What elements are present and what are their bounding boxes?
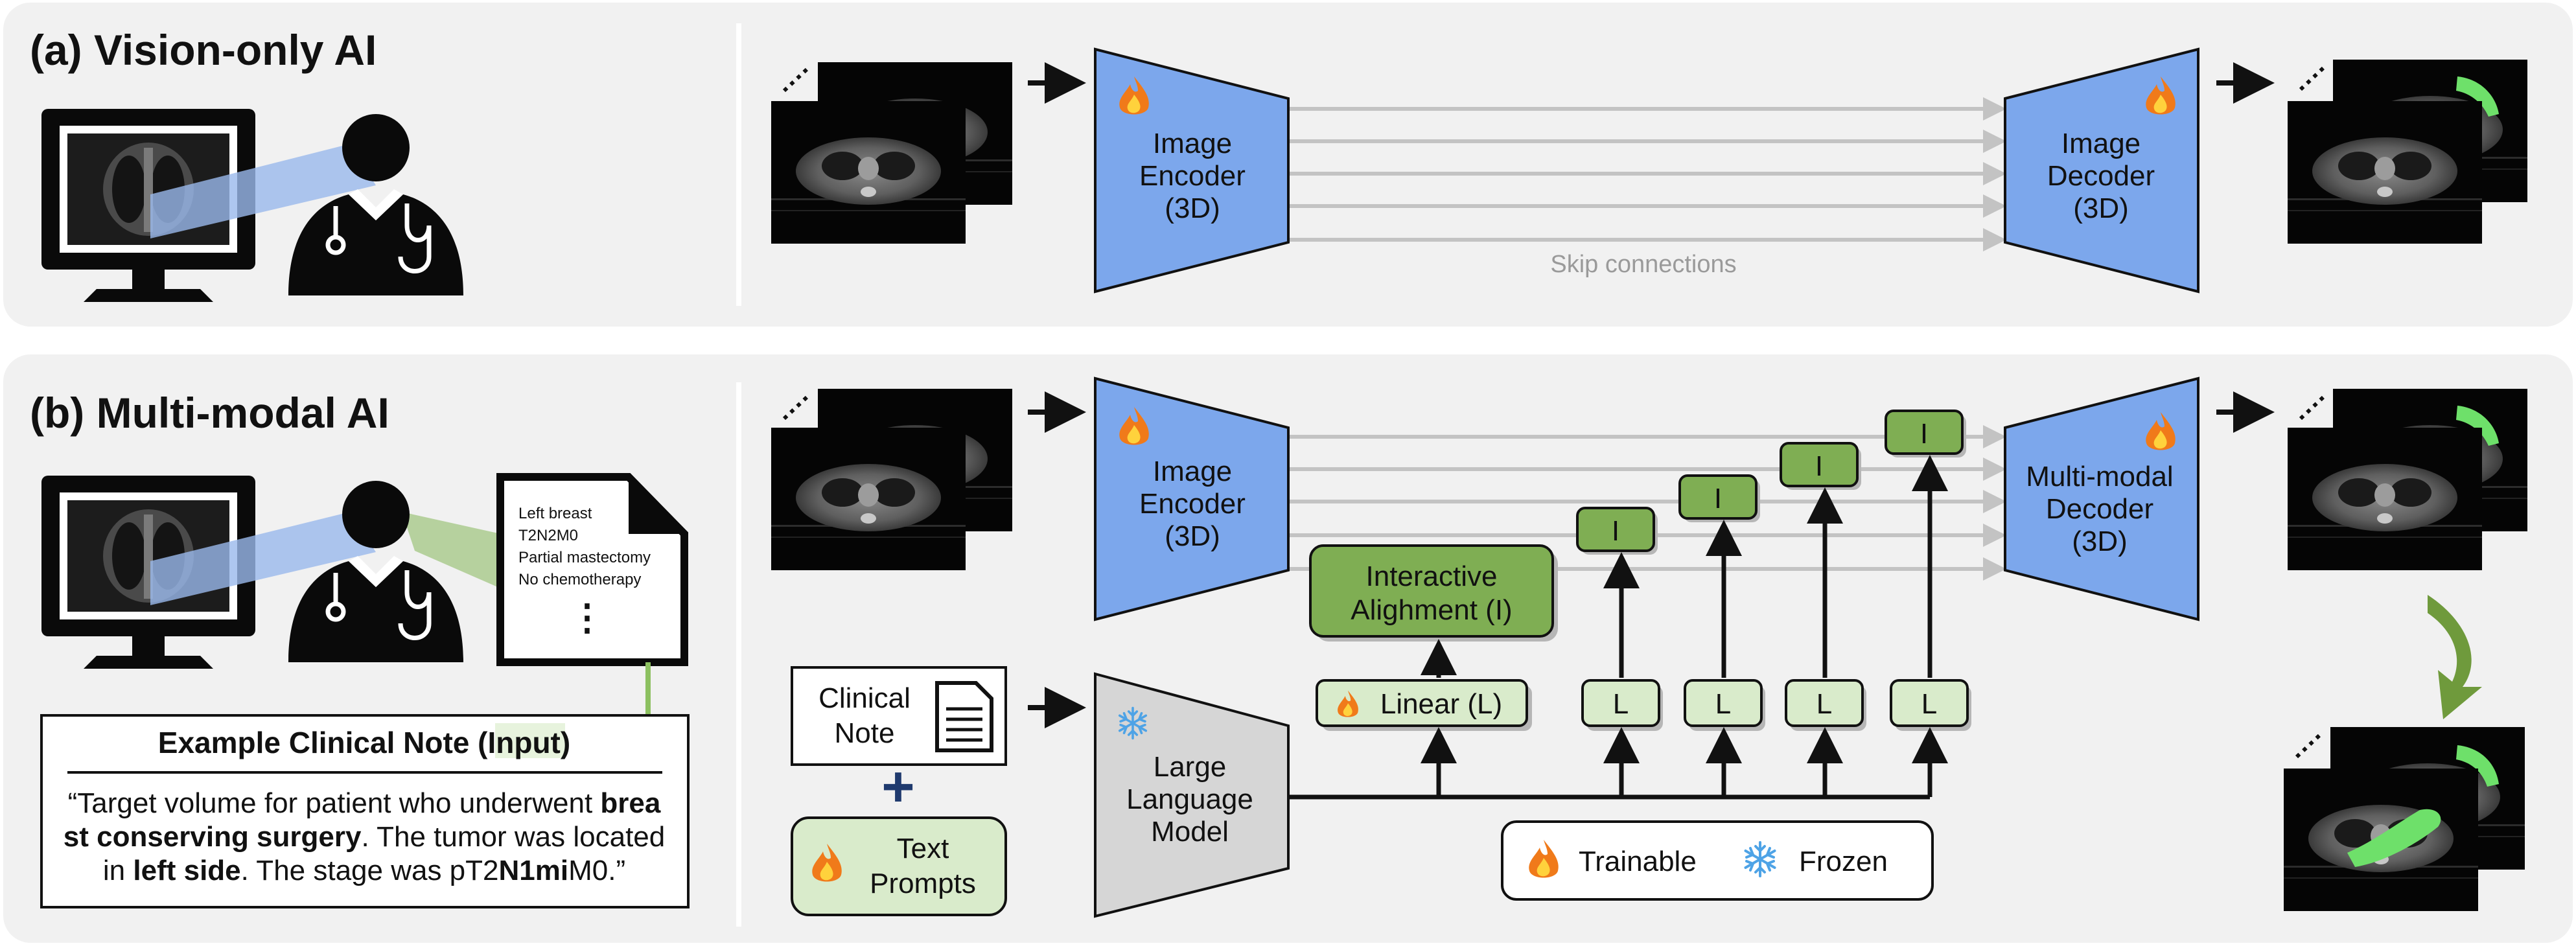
interactive-alignment-line1: Interactive bbox=[1366, 561, 1498, 592]
svg-text:Linear (L): Linear (L) bbox=[1380, 688, 1502, 720]
note-line-1: “Target volume for patient who underwent… bbox=[68, 787, 661, 819]
llm-line3: Model bbox=[1151, 816, 1229, 848]
input-highlight bbox=[495, 723, 565, 758]
legend-trainable: Trainable bbox=[1579, 846, 1697, 877]
svg-text:I: I bbox=[1815, 450, 1823, 482]
note-line-2: st conserving surgery. The tumor was loc… bbox=[64, 821, 665, 853]
decoder-b-line1: Multi-modal bbox=[2026, 461, 2173, 492]
svg-text:I: I bbox=[1920, 418, 1928, 450]
doc-line-3: Partial mastectomy bbox=[518, 549, 651, 566]
svg-text:L: L bbox=[1613, 688, 1629, 720]
linear-to-alignment-arrows bbox=[1421, 455, 1948, 678]
svg-text:L: L bbox=[1715, 688, 1731, 720]
encoder-a-line2: Encoder bbox=[1139, 160, 1246, 192]
clinical-note-line1: Clinical bbox=[818, 682, 911, 714]
alignment-block-2: I bbox=[1678, 474, 1760, 522]
decoder-b-line2: Decoder bbox=[2046, 493, 2153, 525]
encoder-a-line1: Image bbox=[1153, 128, 1232, 159]
llm-line1: Large bbox=[1154, 751, 1227, 783]
decoder-a-line1: Image bbox=[2061, 128, 2141, 159]
linear-block-4: L bbox=[1890, 679, 1971, 731]
gaze-beam bbox=[150, 144, 376, 238]
text-prompts-box bbox=[791, 816, 1007, 916]
interactive-alignment-line2: Alighment (I) bbox=[1351, 594, 1512, 626]
svg-text:I: I bbox=[1714, 483, 1722, 514]
encoder-b-line2: Encoder bbox=[1139, 488, 1246, 520]
panel-a-title: (a) Vision-only AI bbox=[30, 26, 377, 74]
decoder-a-line2: Decoder bbox=[2047, 160, 2155, 192]
encoder-a-line3: (3D) bbox=[1165, 192, 1220, 224]
legend-box bbox=[1501, 820, 1934, 901]
example-note-title: Example Clinical Note (Input) bbox=[158, 726, 570, 759]
gaze-beam-monitor bbox=[150, 512, 376, 605]
decoder-a-line3: (3D) bbox=[2073, 192, 2129, 224]
example-note-box bbox=[40, 714, 690, 908]
decoder-b-line3: (3D) bbox=[2072, 526, 2128, 557]
text-prompts-line2: Prompts bbox=[870, 868, 976, 899]
text-prompts-line1: Text bbox=[897, 833, 949, 864]
doc-ellipsis: ⋮ bbox=[569, 597, 605, 638]
note-line-3: in left side. The stage was pT2N1miM0.” bbox=[103, 855, 625, 886]
doc-line-1: Left breast bbox=[518, 505, 592, 522]
large-language-model bbox=[1094, 672, 1290, 918]
alignment-block-1: I bbox=[1576, 507, 1658, 555]
encoder-b-line1: Image bbox=[1153, 456, 1232, 487]
alignment-block-4: I bbox=[1885, 410, 1966, 457]
gaze-beam-note bbox=[402, 512, 518, 596]
linear-block-2: L bbox=[1684, 679, 1765, 731]
output-ct-stack-b bbox=[2288, 389, 2527, 570]
output-ct-stack-a bbox=[2288, 60, 2527, 244]
panel-b-title: (b) Multi-modal AI bbox=[30, 389, 389, 437]
clinical-note-line2: Note bbox=[835, 717, 895, 749]
llm-line2: Language bbox=[1126, 783, 1253, 815]
linear-box: Linear (L) bbox=[1316, 679, 1532, 731]
document-icon bbox=[496, 473, 688, 666]
doc-line-2: T2N2M0 bbox=[518, 527, 578, 544]
encoder-b-line3: (3D) bbox=[1165, 520, 1220, 552]
linear-block-3: L bbox=[1785, 679, 1866, 731]
refinement-arrow bbox=[2428, 595, 2482, 719]
skip-connections-label: Skip connections bbox=[1550, 251, 1736, 278]
legend-frozen: Frozen bbox=[1799, 846, 1888, 877]
svg-text:I: I bbox=[1612, 515, 1619, 547]
plus-sign: + bbox=[881, 754, 914, 818]
refined-output-ct-stack bbox=[2284, 727, 2525, 911]
llm-feature-lines bbox=[1288, 727, 1948, 800]
svg-text:L: L bbox=[1921, 688, 1937, 720]
interactive-alignment-box bbox=[1309, 544, 1554, 638]
svg-text:L: L bbox=[1816, 688, 1832, 720]
alignment-block-3: I bbox=[1780, 442, 1861, 490]
document-icon bbox=[935, 681, 993, 752]
skip-connections-a bbox=[1290, 97, 2006, 251]
linear-block-1: L bbox=[1581, 679, 1663, 731]
doc-line-4: No chemotherapy bbox=[518, 571, 641, 588]
